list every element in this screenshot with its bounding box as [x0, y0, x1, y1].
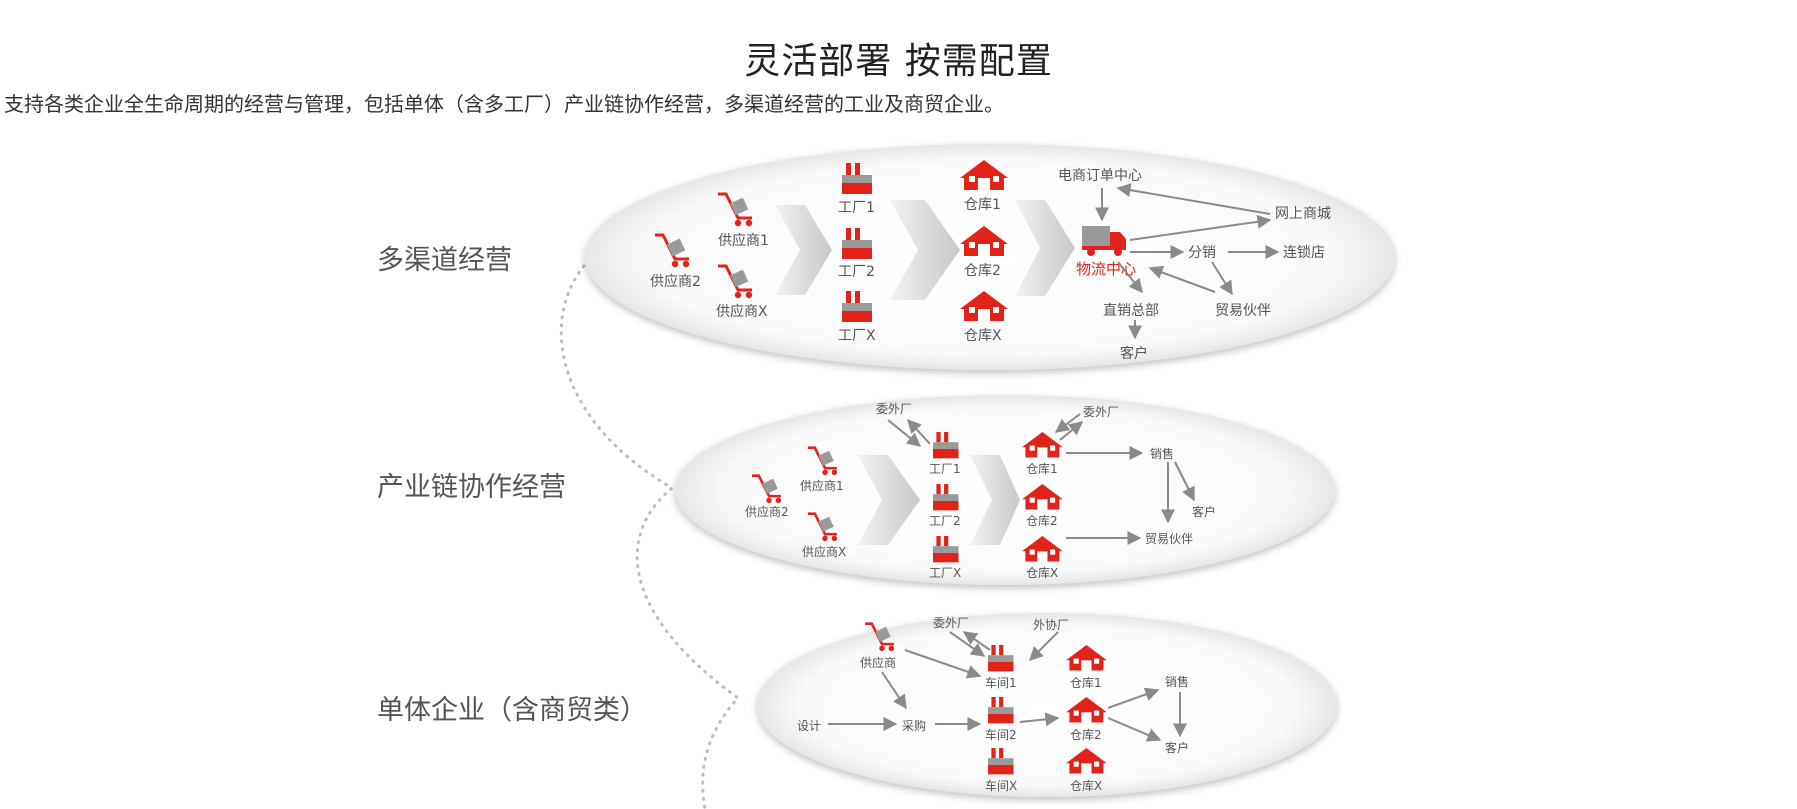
label: 销售	[1165, 674, 1189, 689]
ellipse-single-enterprise	[757, 613, 1337, 797]
label: 设计	[797, 719, 821, 733]
label: 仓库X	[964, 328, 1002, 344]
logistics-label: 物流中心	[1076, 260, 1136, 278]
label: 工厂X	[838, 328, 876, 344]
label: 客户	[1165, 740, 1189, 755]
label: 车间1	[985, 675, 1017, 690]
funnel-arrow	[1015, 200, 1075, 296]
section-label-single-enterprise: 单体企业（含商贸类）	[377, 695, 647, 726]
label: 工厂2	[929, 514, 961, 528]
flow-arrows	[1095, 183, 1280, 340]
label: 外协厂	[1033, 617, 1069, 632]
label: 电商订单中心	[1058, 168, 1142, 184]
label: 采购	[902, 718, 926, 733]
label: 贸易伙伴	[1215, 303, 1271, 319]
label: 委外厂	[933, 616, 969, 630]
page-subtitle: 支持各类企业全生命周期的经营与管理，包括单体（含多工厂）产业链协作经营，多渠道经…	[4, 92, 1004, 116]
flow-arrows	[887, 413, 1195, 545]
label: 仓库2	[964, 263, 1001, 279]
label: 工厂1	[838, 200, 875, 216]
label: 供应商2	[745, 504, 789, 519]
label: 销售	[1150, 446, 1174, 461]
label: 分销	[1188, 245, 1216, 261]
label: 仓库2	[1070, 727, 1102, 742]
label: 委外厂	[876, 402, 912, 416]
label: 工厂X	[929, 566, 961, 580]
label: 供应商1	[718, 232, 769, 249]
label: 工厂1	[929, 462, 961, 476]
section-label-multichannel: 多渠道经营	[377, 245, 512, 276]
label: 网上商城	[1275, 206, 1331, 222]
label: 仓库1	[964, 197, 1001, 213]
label: 车间X	[985, 778, 1017, 793]
page-title: 灵活部署 按需配置	[744, 41, 1053, 82]
label: 供应商X	[802, 544, 846, 559]
label: 供应商X	[716, 303, 768, 320]
label: 工厂2	[838, 264, 875, 280]
flow-arrows	[828, 631, 1187, 742]
label: 仓库2	[1026, 513, 1058, 528]
funnel-arrow	[858, 455, 920, 545]
label: 仓库X	[1026, 565, 1058, 580]
label: 委外厂	[1083, 405, 1119, 419]
label: 直销总部	[1103, 302, 1159, 319]
label: 供应商1	[800, 478, 844, 493]
funnel-arrow	[775, 205, 832, 295]
label: 贸易伙伴	[1145, 532, 1193, 546]
label: 仓库1	[1070, 675, 1102, 690]
label: 客户	[1192, 504, 1216, 519]
section-label-supply-chain: 产业链协作经营	[377, 472, 566, 503]
label: 供应商2	[650, 273, 701, 290]
label: 仓库X	[1070, 778, 1102, 793]
label: 仓库1	[1026, 461, 1058, 476]
label: 客户	[1120, 345, 1148, 362]
label: 供应商	[860, 655, 896, 670]
label: 车间2	[985, 727, 1017, 742]
funnel-arrow	[890, 200, 960, 300]
dotted-connector	[559, 264, 741, 809]
funnel-arrow	[970, 455, 1020, 545]
label: 连锁店	[1283, 245, 1325, 261]
